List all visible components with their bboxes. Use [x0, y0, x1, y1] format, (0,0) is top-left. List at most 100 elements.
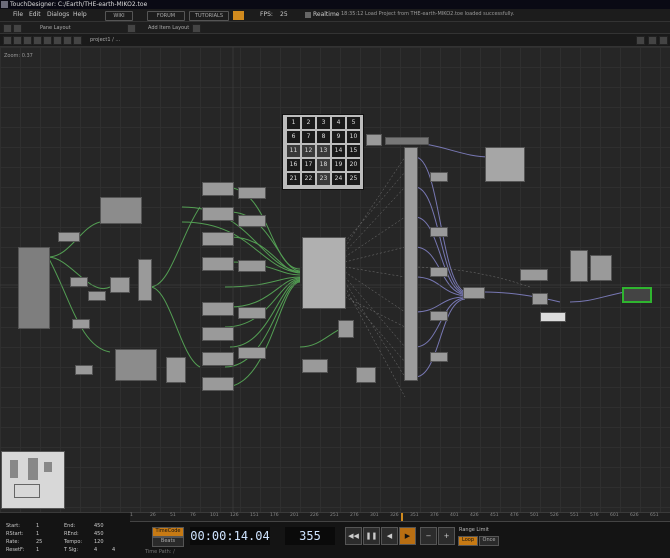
operator-node[interactable] [238, 347, 266, 359]
menu-edit[interactable]: Edit [29, 11, 41, 18]
grid-icon[interactable] [73, 36, 82, 45]
timecode-display[interactable]: 00:00:14.04 [190, 527, 270, 545]
operator-node[interactable] [590, 255, 612, 281]
start-value[interactable]: 1 [36, 523, 40, 529]
menu-help[interactable]: Help [73, 11, 87, 18]
playhead[interactable] [401, 513, 403, 521]
grid-cell[interactable]: 21 [287, 173, 300, 185]
operator-node[interactable] [430, 172, 448, 182]
step-plus-icon[interactable]: + [438, 527, 455, 545]
operator-node[interactable] [202, 207, 234, 221]
add-layout-icon[interactable] [192, 24, 201, 33]
grid-cell[interactable]: 2 [302, 117, 315, 129]
parent-icon[interactable] [43, 36, 52, 45]
operator-node[interactable] [202, 232, 234, 246]
menu-file[interactable]: File [13, 11, 24, 18]
operator-node[interactable] [385, 137, 429, 145]
network-minimap[interactable] [1, 451, 65, 509]
resetf-value[interactable]: 1 [36, 547, 40, 553]
operator-node[interactable] [88, 291, 106, 301]
pane-view-icon[interactable] [13, 24, 22, 33]
grid-cell[interactable]: 13 [317, 145, 330, 157]
grid-cell[interactable]: 25 [347, 173, 360, 185]
step-minus-icon[interactable]: − [420, 527, 437, 545]
loop-toggle[interactable]: Loop [458, 536, 478, 546]
grid-cell[interactable]: 15 [347, 145, 360, 157]
operator-node[interactable] [302, 359, 328, 373]
output-node-selected[interactable] [622, 287, 652, 303]
operator-node[interactable] [430, 311, 448, 321]
operator-node[interactable] [202, 302, 234, 316]
operator-node[interactable] [430, 352, 448, 362]
timeline-ruler[interactable]: 1 26 51 76 101 126 151 176 201 226 251 2… [130, 513, 670, 522]
grid-cell[interactable]: 14 [332, 145, 345, 157]
grid-cell[interactable]: 24 [332, 173, 345, 185]
step-back-icon[interactable]: ◀ [381, 527, 398, 545]
perform-mode-icon[interactable] [233, 11, 244, 20]
operator-node[interactable] [430, 267, 448, 277]
operator-group-bottom[interactable] [115, 349, 157, 381]
add-item-layout-label[interactable]: Add Item Layout [148, 25, 190, 31]
pause-icon[interactable]: ❚❚ [363, 527, 380, 545]
grid-cell[interactable]: 4 [332, 117, 345, 129]
operator-node[interactable] [238, 187, 266, 199]
beats-toggle[interactable]: Beats [152, 537, 184, 547]
refresh-icon[interactable] [23, 36, 32, 45]
timecode-toggle[interactable]: TimeCode [152, 527, 184, 537]
pane-add-icon[interactable] [127, 24, 136, 33]
operator-node[interactable] [532, 293, 548, 305]
tsig-numerator[interactable]: 4 [94, 547, 98, 553]
tutorials-button[interactable]: TUTORIALS [189, 11, 229, 21]
menu-dialogs[interactable]: Dialogs [47, 11, 70, 18]
operator-node[interactable] [366, 134, 382, 146]
grid-cell[interactable]: 18 [317, 159, 330, 171]
operator-node[interactable] [75, 365, 93, 375]
rstart-value[interactable]: 1 [36, 531, 40, 537]
operator-node[interactable] [520, 269, 548, 281]
tempo-value[interactable]: 120 [94, 539, 104, 545]
operator-node[interactable] [202, 257, 234, 271]
operator-node[interactable] [238, 307, 266, 319]
once-toggle[interactable]: Once [479, 536, 499, 546]
grid-cell[interactable]: 6 [287, 131, 300, 143]
expand-icon[interactable] [636, 36, 645, 45]
fps-value[interactable]: 25 [280, 11, 288, 18]
play-icon[interactable]: ▶ [399, 527, 416, 545]
cue-grid-panel[interactable]: 1 2 3 4 5 6 7 8 9 10 11 12 13 14 15 16 1… [282, 114, 364, 190]
operator-node[interactable] [356, 367, 376, 383]
home-icon[interactable] [33, 36, 42, 45]
grid-cell[interactable]: 16 [287, 159, 300, 171]
operator-node[interactable] [58, 232, 80, 242]
grid-cell[interactable]: 8 [317, 131, 330, 143]
grid-cell[interactable]: 11 [287, 145, 300, 157]
operator-group-top[interactable] [100, 197, 142, 224]
operator-node[interactable] [72, 319, 90, 329]
rend-value[interactable]: 450 [94, 531, 104, 537]
grid-cell[interactable]: 20 [347, 159, 360, 171]
pane-close-icon[interactable] [659, 36, 668, 45]
grid-cell[interactable]: 5 [347, 117, 360, 129]
grid-cell[interactable]: 19 [332, 159, 345, 171]
wiki-button[interactable]: WIKI [105, 11, 133, 21]
grid-cell[interactable]: 7 [302, 131, 315, 143]
info-icon[interactable] [53, 36, 62, 45]
frame-display[interactable]: 355 [285, 527, 335, 545]
source-node[interactable] [18, 247, 50, 329]
operator-node[interactable] [540, 312, 566, 322]
operator-node[interactable] [338, 320, 354, 338]
grid-cell[interactable]: 9 [332, 131, 345, 143]
rewind-icon[interactable]: ◀◀ [345, 527, 362, 545]
switch-node[interactable] [138, 259, 152, 301]
comment-icon[interactable] [63, 36, 72, 45]
stop-icon[interactable] [13, 36, 22, 45]
grid-cell[interactable]: 1 [287, 117, 300, 129]
forum-button[interactable]: FORUM [147, 11, 185, 21]
back-icon[interactable] [3, 36, 12, 45]
operator-node[interactable] [202, 377, 234, 391]
pane-maximize-icon[interactable] [648, 36, 657, 45]
tsig-denominator[interactable]: 4 [112, 547, 116, 553]
end-value[interactable]: 450 [94, 523, 104, 529]
composite-node[interactable] [302, 237, 346, 309]
operator-node[interactable] [70, 277, 88, 287]
grid-cell[interactable]: 22 [302, 173, 315, 185]
